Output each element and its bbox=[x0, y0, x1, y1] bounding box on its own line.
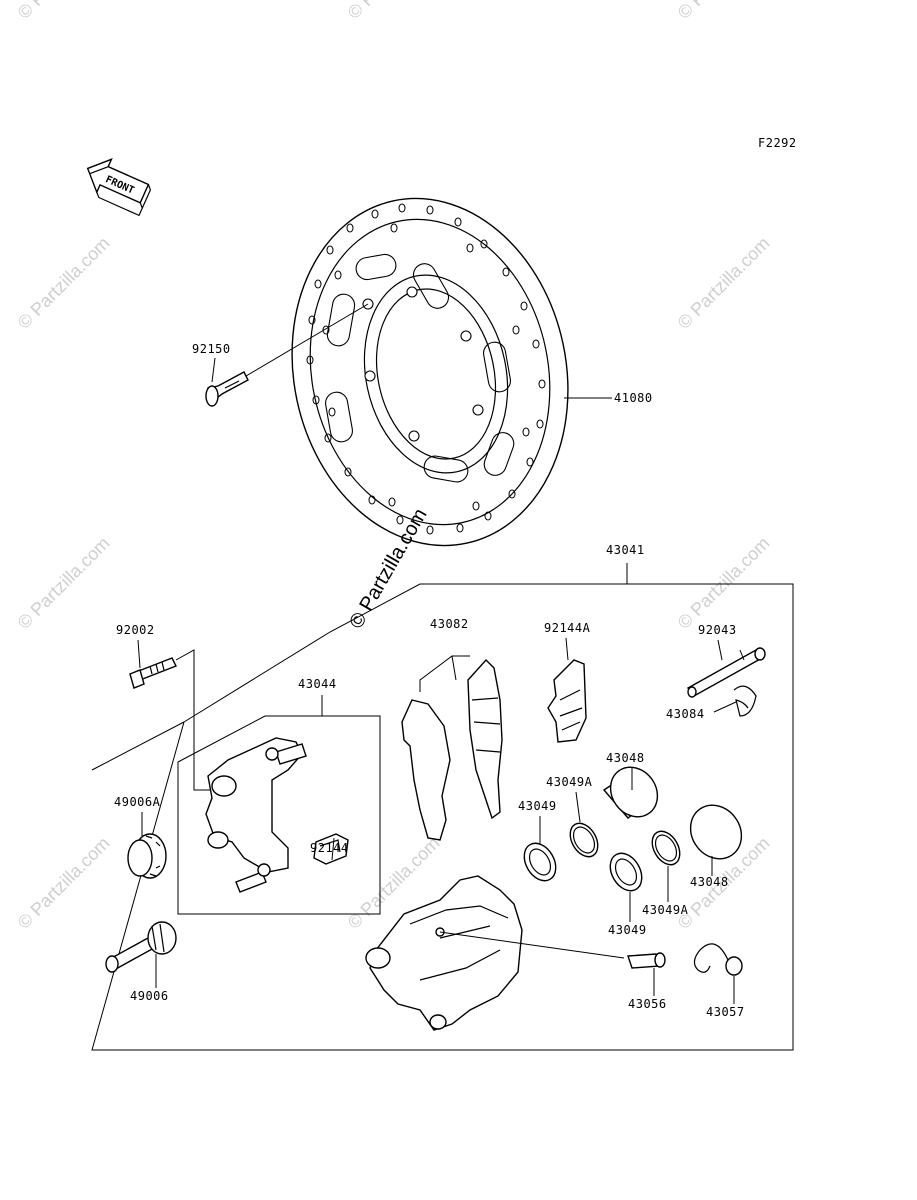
watermark-6: © Partzilla.com bbox=[14, 833, 114, 933]
caliper-body bbox=[365, 875, 625, 1031]
bracket-bolt bbox=[129, 649, 210, 791]
watermark-4: © Partzilla.com bbox=[14, 533, 114, 633]
piston-seal-right bbox=[651, 830, 681, 866]
disc-drill-holes bbox=[306, 203, 546, 535]
caliper-assembly-outline bbox=[91, 563, 794, 1051]
leader-lines bbox=[137, 357, 737, 1004]
label-92144: 92144 bbox=[310, 841, 349, 855]
watermark-11: © Partzilla.com bbox=[674, 0, 774, 23]
label-92144A: 92144A bbox=[544, 621, 591, 635]
disc-slots bbox=[325, 253, 515, 483]
dust-seal-right bbox=[609, 852, 643, 892]
bleed-valve bbox=[627, 952, 666, 969]
label-43044: 43044 bbox=[298, 677, 337, 691]
pin-clip bbox=[733, 685, 757, 717]
watermark-1: © Partzilla.com bbox=[14, 233, 114, 333]
label-43049-bottom: 43049 bbox=[608, 923, 647, 937]
label-43048-bottom: 43048 bbox=[690, 875, 729, 889]
label-43049A-top: 43049A bbox=[546, 775, 593, 789]
bleed-valve-cap bbox=[693, 943, 743, 976]
label-92150: 92150 bbox=[192, 342, 231, 356]
watermark-9: © Partzilla.com bbox=[14, 0, 114, 23]
label-49006A: 49006A bbox=[114, 795, 161, 809]
watermark-10: © Partzilla.com bbox=[344, 0, 444, 23]
bracket-subassembly-outline bbox=[177, 695, 381, 915]
figure-code: F2292 bbox=[758, 136, 797, 150]
label-49006: 49006 bbox=[130, 989, 169, 1003]
label-41080: 41080 bbox=[614, 391, 653, 405]
slide-pin bbox=[105, 921, 177, 973]
piston-seal-left bbox=[569, 822, 599, 858]
watermark-5: © Partzilla.com bbox=[674, 533, 774, 633]
brake-pads bbox=[401, 655, 503, 841]
label-43048-top: 43048 bbox=[606, 751, 645, 765]
label-43057: 43057 bbox=[706, 1005, 745, 1019]
pad-spring-clip bbox=[313, 833, 349, 865]
pad-pin bbox=[686, 647, 766, 698]
piston-right bbox=[689, 804, 743, 860]
caliper-bracket bbox=[205, 737, 307, 893]
anti-rattle-spring bbox=[547, 659, 587, 743]
part-number-labels: 92150 41080 43041 92002 43082 92144A 920… bbox=[114, 342, 745, 1019]
dust-seal-left bbox=[523, 842, 557, 882]
disc-bolt-holes bbox=[362, 286, 484, 442]
brake-disc bbox=[291, 197, 569, 547]
label-43084: 43084 bbox=[666, 707, 705, 721]
label-43082: 43082 bbox=[430, 617, 469, 631]
watermark-3: © Partzilla.com bbox=[674, 233, 774, 333]
label-43049-top: 43049 bbox=[518, 799, 557, 813]
label-92043: 92043 bbox=[698, 623, 737, 637]
label-43041: 43041 bbox=[606, 543, 645, 557]
piston-left bbox=[602, 766, 659, 819]
label-92002: 92002 bbox=[116, 623, 155, 637]
label-43056: 43056 bbox=[628, 997, 667, 1011]
disc-bolt bbox=[205, 303, 369, 407]
label-43049A-bottom: 43049A bbox=[642, 903, 689, 917]
dust-boot bbox=[127, 833, 167, 879]
front-arrow-icon: FRONT bbox=[86, 158, 152, 217]
